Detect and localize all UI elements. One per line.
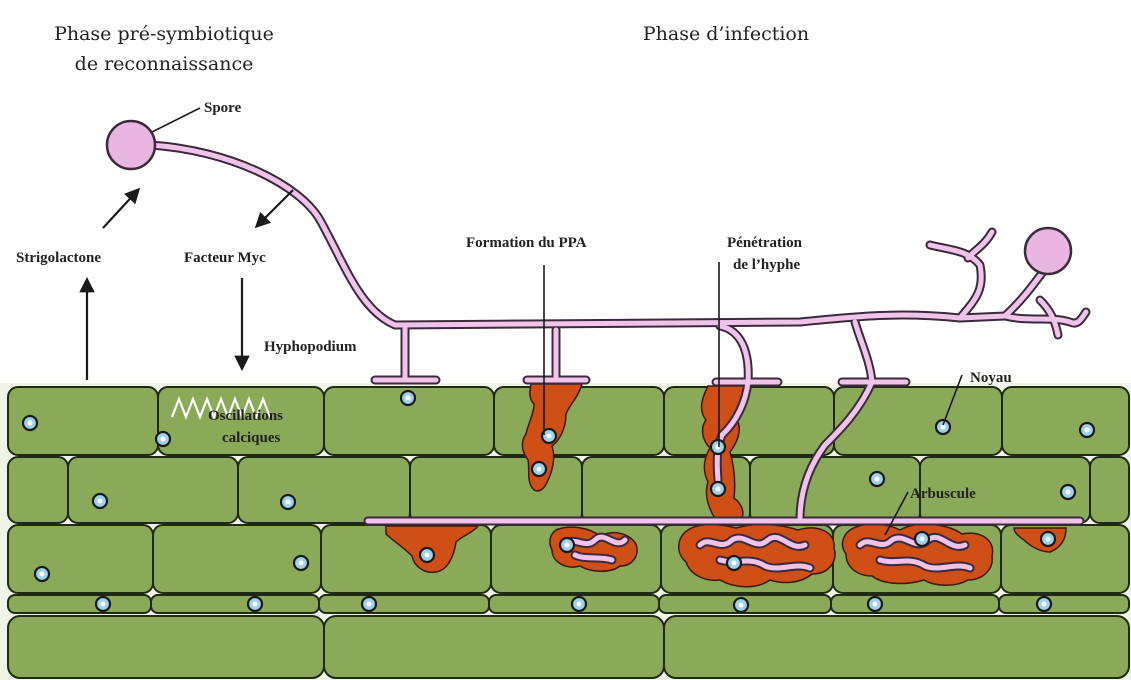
leader-spore [152,108,200,132]
nucleus [1041,532,1055,546]
nucleus [532,462,546,476]
root-cell [410,457,582,523]
label-hyphopodium: Hyphopodium [264,339,357,355]
root-cell [494,387,664,455]
phase-title-pre-symbiotic: Phase pré-symbiotique [54,23,274,45]
nucleus [1037,597,1051,611]
label-ppa-formation: Formation du PPA [466,235,587,251]
label-nucleus: Noyau [970,370,1012,386]
nucleus [734,598,748,612]
root-cell [1090,457,1129,523]
label-penetration: Pénétration [727,235,803,251]
root-cell [8,595,151,613]
root-cell [999,595,1129,613]
nucleus [96,597,110,611]
nucleus [294,556,308,570]
root-cell [664,616,1129,678]
nucleus [1061,485,1075,499]
root-cell [68,457,238,523]
spore-right [1025,228,1071,274]
label-myc-factor: Facteur Myc [184,250,266,266]
label-calcium-oscillations-line2: calciques [222,430,280,446]
spore-left [107,121,155,169]
label-penetration-line2: de l’hyphe [733,257,800,273]
nucleus [727,556,741,570]
phase-title-infection: Phase d’infection [643,23,809,45]
nucleus [711,482,725,496]
root-cell [8,525,153,593]
label-spore: Spore [204,100,242,116]
nucleus [1080,423,1094,437]
label-calcium-oscillations: Oscillations [208,408,283,424]
arrow-from-spore [257,190,293,226]
root-cell [750,457,920,523]
nucleus [936,420,950,434]
root-cell [831,595,999,613]
nucleus [248,597,262,611]
root-cell [151,595,319,613]
nucleus [572,597,586,611]
root-cell [319,595,489,613]
nucleus [156,432,170,446]
phase-title-pre-symbiotic-line2: de reconnaissance [75,53,254,75]
nucleus [23,416,37,430]
nucleus [915,532,929,546]
nucleus [560,538,574,552]
nucleus [401,391,415,405]
nucleus [281,495,295,509]
nucleus [362,597,376,611]
label-strigolactone: Strigolactone [16,250,101,266]
nucleus [711,440,725,454]
root-cell [8,616,324,678]
root-cell [238,457,410,523]
root-cell [324,616,664,678]
nucleus [35,567,49,581]
label-arbuscule: Arbuscule [910,486,976,502]
root-cell [8,457,68,523]
arrow-to-spore [103,190,138,228]
nucleus [870,472,884,486]
nucleus [868,597,882,611]
nucleus [420,548,434,562]
nucleus [93,494,107,508]
root-cell [1002,387,1129,455]
